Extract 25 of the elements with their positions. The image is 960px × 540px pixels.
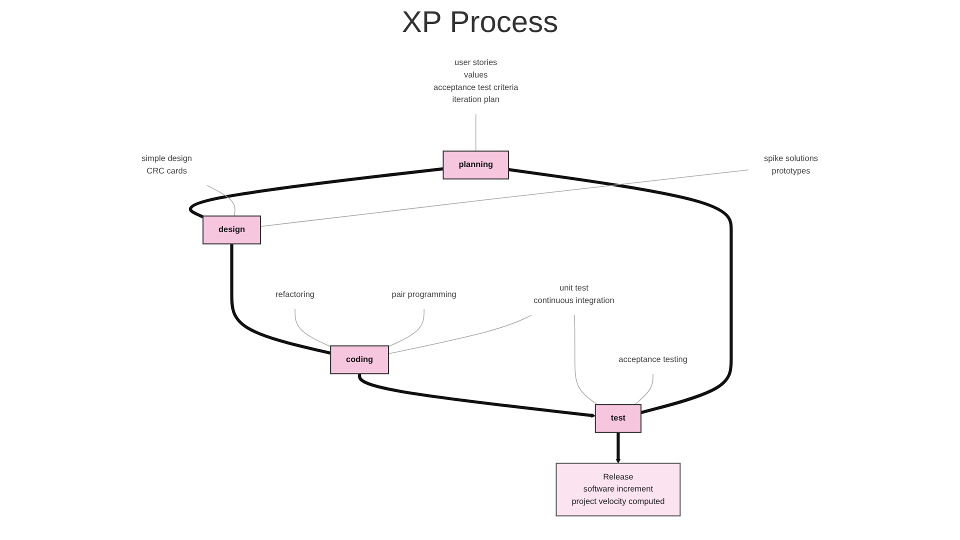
connector [634, 372, 654, 404]
node-box: Release software increment project velocity computed [556, 462, 681, 516]
connector [388, 308, 425, 346]
node-text: acceptance testing [618, 354, 688, 364]
arrow [358, 373, 596, 418]
node-text: spike solutions prototypes [764, 154, 818, 175]
diagram-title: XP Process [400, 6, 560, 40]
node-box: design [202, 215, 262, 244]
node-text: pair programming [392, 290, 457, 298]
node-text: user stories values acceptance test criteria iteration plan [434, 58, 518, 104]
node-box: coding [330, 344, 390, 374]
node-box: test [595, 404, 642, 432]
connector [206, 184, 236, 216]
node-text: refactoring [276, 290, 315, 298]
node-text: simple design CRC cards [142, 154, 192, 175]
connector [574, 314, 598, 404]
connector [260, 168, 750, 226]
arrow [616, 432, 621, 464]
connector [230, 243, 332, 354]
connector [508, 168, 733, 414]
connector [388, 314, 533, 354]
connector [294, 308, 332, 346]
node-text: unit test continuous integration [534, 284, 614, 305]
connector [189, 166, 444, 218]
node-box: planning [442, 150, 510, 179]
